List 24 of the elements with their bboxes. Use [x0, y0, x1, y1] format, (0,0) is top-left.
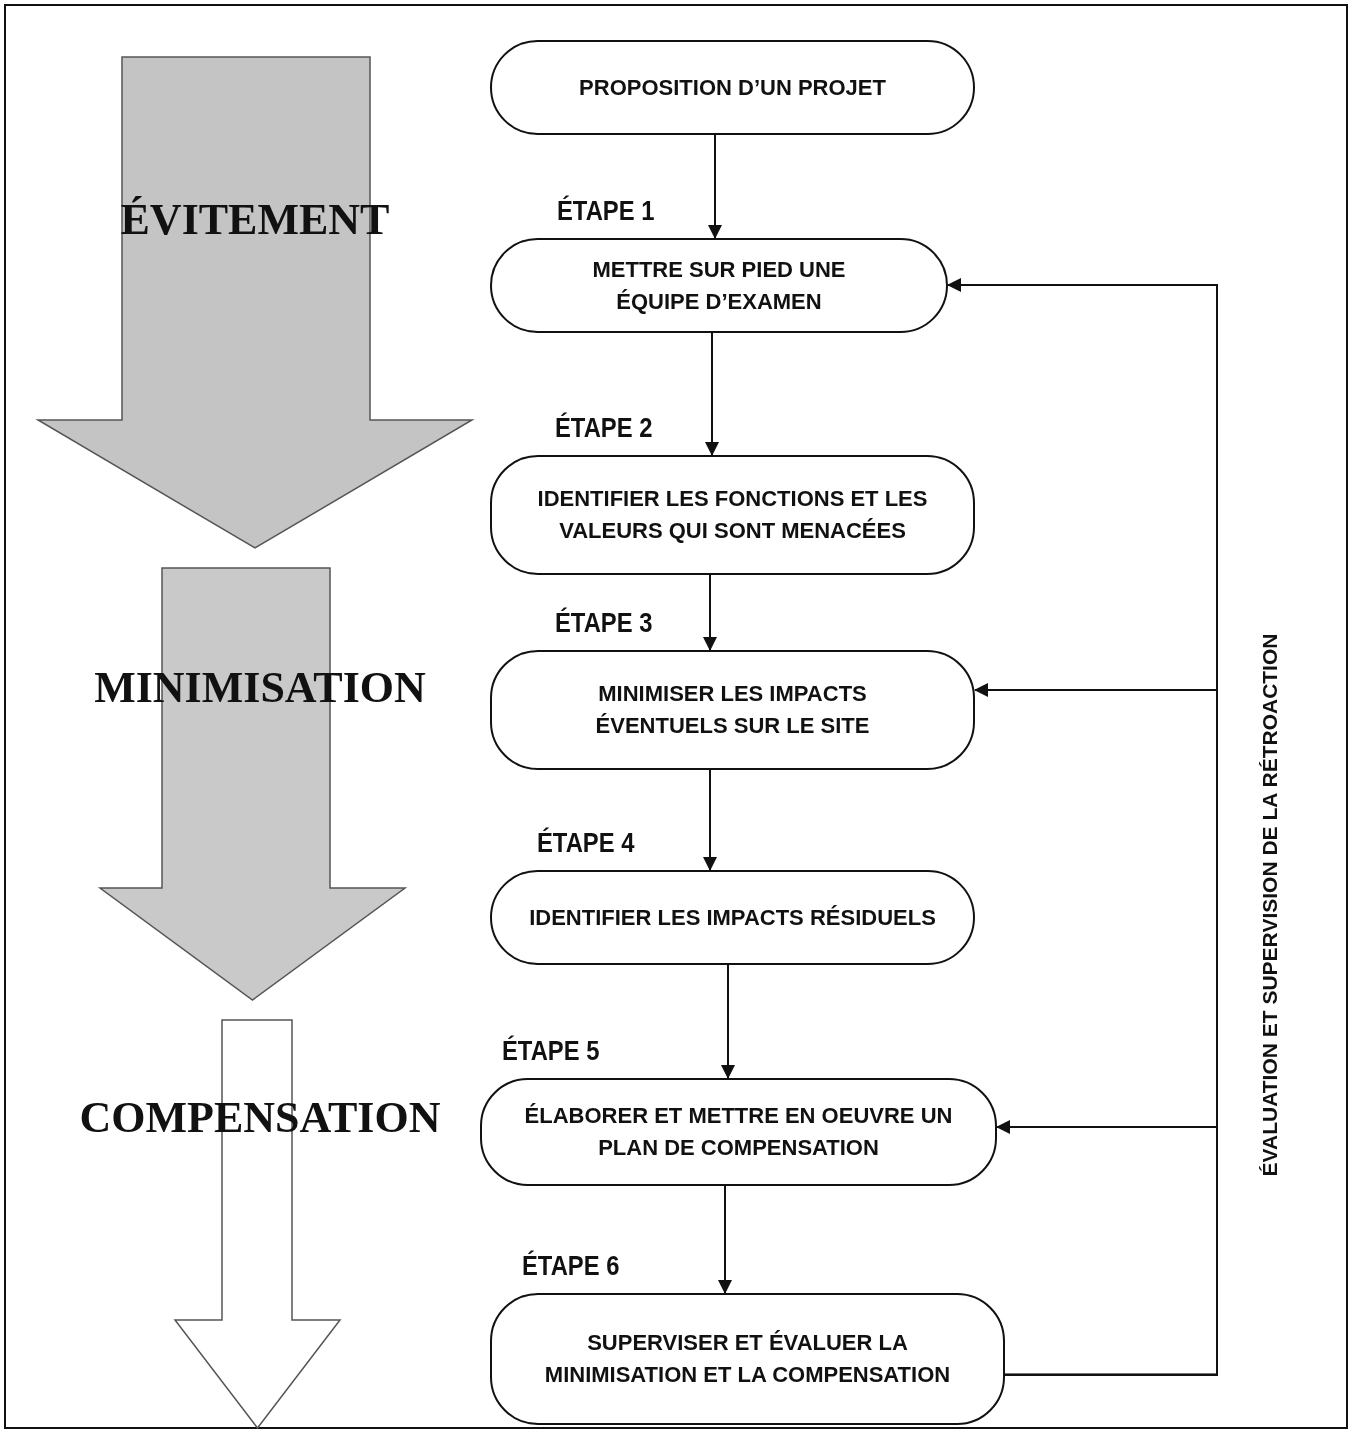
step-text: MINIMISER LES IMPACTS ÉVENTUELS SUR LE SITE — [594, 680, 871, 740]
step-heading: ÉTAPE 5 — [502, 1034, 600, 1068]
phase-label: MINIMISATION — [93, 663, 427, 713]
step-heading: ÉTAPE 4 — [537, 826, 635, 860]
phase-label: COMPENSATION — [78, 1093, 442, 1143]
phase-label: ÉVITEMENT — [119, 195, 391, 245]
arrow — [996, 1120, 1218, 1376]
step-heading: ÉTAPE 6 — [522, 1249, 620, 1283]
feedback-label: ÉVALUATION ET SUPERVISION DE LA RÉTROACTION — [1257, 633, 1282, 1177]
step-text: IDENTIFIER LES FONCTIONS ET LES VALEURS QUI SONT MENACÉES — [537, 485, 928, 545]
arrow — [708, 134, 722, 239]
step-text: ÉLABORER ET METTRE EN OEUVRE UN PLAN DE COMPENSATION — [523, 1102, 954, 1162]
arrow — [703, 574, 717, 651]
step-text: METTRE SUR PIED UNE ÉQUIPE D’EXAMEN — [591, 255, 847, 316]
step-heading: ÉTAPE 1 — [557, 194, 655, 228]
arrow — [718, 1185, 732, 1294]
arrow — [705, 332, 719, 456]
step-text: SUPERVISER ET ÉVALUER LA MINIMISATION ET LA COMPENSATION — [543, 1329, 952, 1389]
step-text: PROPOSITION D’UN PROJET — [579, 73, 886, 102]
step-heading: ÉTAPE 3 — [555, 606, 653, 640]
step-text: IDENTIFIER LES IMPACTS RÉSIDUELS — [529, 903, 936, 932]
arrow — [703, 769, 717, 871]
step-heading: ÉTAPE 2 — [555, 411, 653, 445]
arrow — [721, 964, 735, 1079]
